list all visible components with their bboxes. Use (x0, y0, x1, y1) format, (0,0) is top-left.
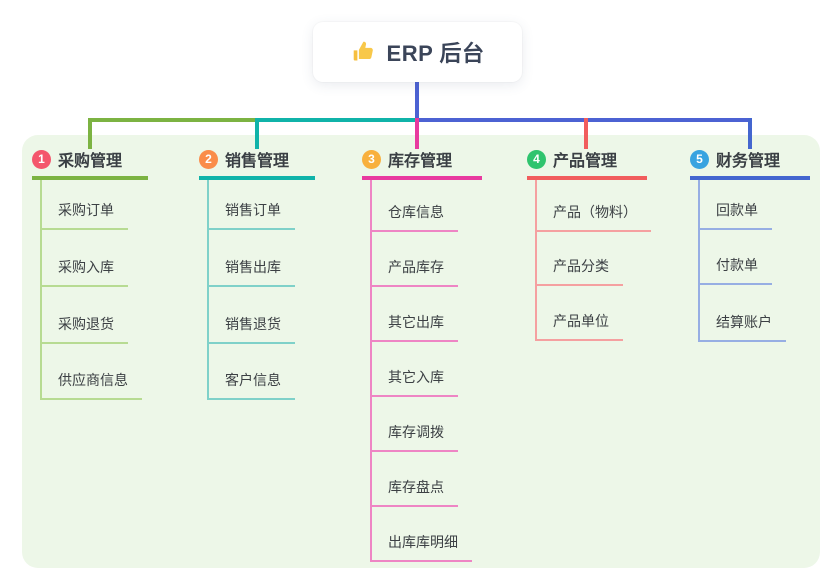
node-product-category[interactable]: 产品分类 (535, 256, 623, 286)
node-product-material[interactable]: 产品（物料） (535, 202, 651, 232)
branch-header-inventory[interactable]: 3 库存管理 (362, 147, 482, 180)
root-node[interactable]: ERP 后台 (313, 22, 522, 82)
node-warehouse-info[interactable]: 仓库信息 (370, 202, 458, 232)
child-rail-product (535, 180, 537, 341)
branch-label: 财务管理 (716, 153, 781, 170)
drop-line-sales (255, 118, 259, 149)
root-connector-line (415, 82, 419, 120)
bus-line-right (415, 118, 752, 122)
branches-panel (22, 135, 820, 568)
child-rail-purchase (40, 180, 42, 400)
node-outbound-detail[interactable]: 出库库明细 (370, 532, 472, 562)
child-rail-sales (207, 180, 209, 400)
drop-line-finance (748, 118, 752, 149)
node-purchase-order[interactable]: 采购订单 (40, 200, 128, 230)
branch-header-finance[interactable]: 5 财务管理 (690, 147, 810, 180)
branch-badge: 5 (690, 149, 709, 169)
node-stock-count[interactable]: 库存盘点 (370, 477, 458, 507)
node-sales-return[interactable]: 销售退货 (207, 314, 295, 344)
root-title: ERP 后台 (386, 41, 485, 66)
branch-header-purchase[interactable]: 1 采购管理 (32, 147, 148, 180)
branch-badge: 2 (199, 149, 218, 169)
node-other-outbound[interactable]: 其它出库 (370, 312, 458, 342)
branch-header-sales[interactable]: 2 销售管理 (199, 147, 315, 180)
branch-label: 销售管理 (225, 153, 290, 170)
drop-line-product (584, 118, 588, 149)
branch-badge: 1 (32, 149, 51, 169)
node-sales-outbound[interactable]: 销售出库 (207, 257, 295, 287)
branch-label: 采购管理 (58, 153, 123, 170)
node-purchase-inbound[interactable]: 采购入库 (40, 257, 128, 287)
node-product-unit[interactable]: 产品单位 (535, 311, 623, 341)
node-supplier-info[interactable]: 供应商信息 (40, 370, 142, 400)
child-rail-finance (698, 180, 700, 342)
branch-header-product[interactable]: 4 产品管理 (527, 147, 647, 180)
node-customer-info[interactable]: 客户信息 (207, 370, 295, 400)
child-rail-inventory (370, 180, 372, 562)
drop-line-inventory (415, 118, 419, 149)
node-settlement-account[interactable]: 结算账户 (698, 312, 786, 342)
node-sales-order[interactable]: 销售订单 (207, 200, 295, 230)
branch-badge: 4 (527, 149, 546, 169)
node-stock-transfer[interactable]: 库存调拨 (370, 422, 458, 452)
bus-line-left (88, 118, 255, 122)
branch-badge: 3 (362, 149, 381, 169)
node-purchase-return[interactable]: 采购退货 (40, 314, 128, 344)
branch-label: 产品管理 (553, 153, 618, 170)
drop-line-purchase (88, 118, 92, 149)
node-receipt-order[interactable]: 回款单 (698, 200, 772, 230)
bus-line-mid (255, 118, 419, 122)
node-other-inbound[interactable]: 其它入库 (370, 367, 458, 397)
node-payment-order[interactable]: 付款单 (698, 255, 772, 285)
thumbs-up-icon (353, 41, 373, 61)
branch-label: 库存管理 (388, 153, 453, 170)
node-product-stock[interactable]: 产品库存 (370, 257, 458, 287)
